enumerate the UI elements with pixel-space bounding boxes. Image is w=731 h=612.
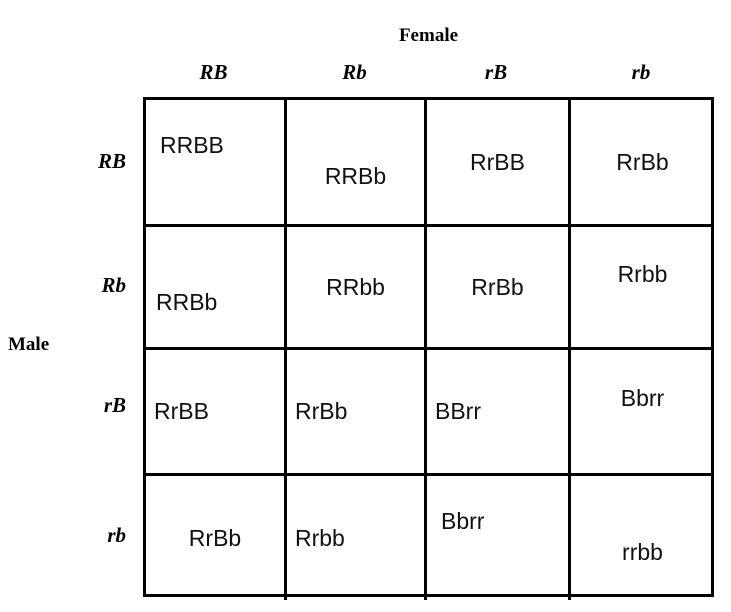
punnett-cell-r3c2: Bbrr [427, 476, 571, 600]
female-gamete-label-rb-lower: Rb [342, 60, 367, 84]
punnett-cell-r1c0: RRBb [146, 227, 287, 350]
punnett-cell-r2c3: Bbrr [571, 350, 714, 476]
punnett-cell-r3c0: RrBb [146, 476, 287, 600]
genotype-text: RrBb [295, 398, 348, 424]
genotype-text: RRbb [326, 273, 385, 300]
male-gamete-label-rb-upper: RB [97, 149, 126, 173]
punnett-cell-r3c1: Rrbb [287, 476, 427, 600]
punnett-cell-r2c2: BBrr [427, 350, 571, 476]
punnett-cell-r0c3: RrBb [571, 100, 714, 227]
genotype-text: BBrr [435, 398, 481, 424]
male-gamete-label-rb-mixed: rB [103, 393, 126, 417]
punnett-cell-r1c3: Rrbb [571, 227, 714, 350]
female-axis-title: Female [398, 25, 459, 46]
female-gamete-label-rb-upper: RB [199, 60, 228, 84]
genotype-text: RRBb [156, 288, 218, 315]
punnett-cell-r2c0: RrBB [146, 350, 287, 476]
punnett-cell-r1c2: RrBb [427, 227, 571, 350]
punnett-cell-r0c0: RRBB [146, 100, 287, 227]
punnett-cell-r0c2: RrBB [427, 100, 571, 227]
punnett-grid: RRBB RRBb RrBB RrBb RRBb RRbb RrBb Rrbb … [143, 97, 714, 600]
male-axis-title: Male [8, 334, 50, 355]
genotype-text: RRBb [324, 162, 387, 189]
genotype-text: RrBb [616, 148, 669, 175]
genotype-text: RrBB [154, 398, 209, 424]
genotype-text: Rrbb [617, 260, 668, 287]
female-gamete-label-rb-mixed: rB [484, 60, 508, 84]
punnett-cell-r3c3: rrbb [571, 476, 714, 600]
genotype-text: RrBB [470, 148, 525, 175]
male-gamete-label-rb-lower: Rb [101, 273, 126, 297]
genotype-text: RrBb [188, 524, 242, 551]
genotype-text: Bbrr [441, 507, 485, 534]
punnett-cell-r2c1: RrBb [287, 350, 427, 476]
female-gamete-label-rb-recessive: rb [631, 60, 651, 84]
male-gamete-label-rb-recessive: rb [107, 523, 126, 547]
genotype-text: rrbb [622, 538, 663, 565]
genotype-text: Rrbb [295, 524, 345, 551]
punnett-cell-r0c1: RRBb [287, 100, 427, 227]
punnett-cell-r1c1: RRbb [287, 227, 427, 350]
genotype-text: RRBB [160, 131, 224, 158]
genotype-text: Bbrr [620, 385, 665, 411]
genotype-text: RrBb [471, 273, 524, 300]
